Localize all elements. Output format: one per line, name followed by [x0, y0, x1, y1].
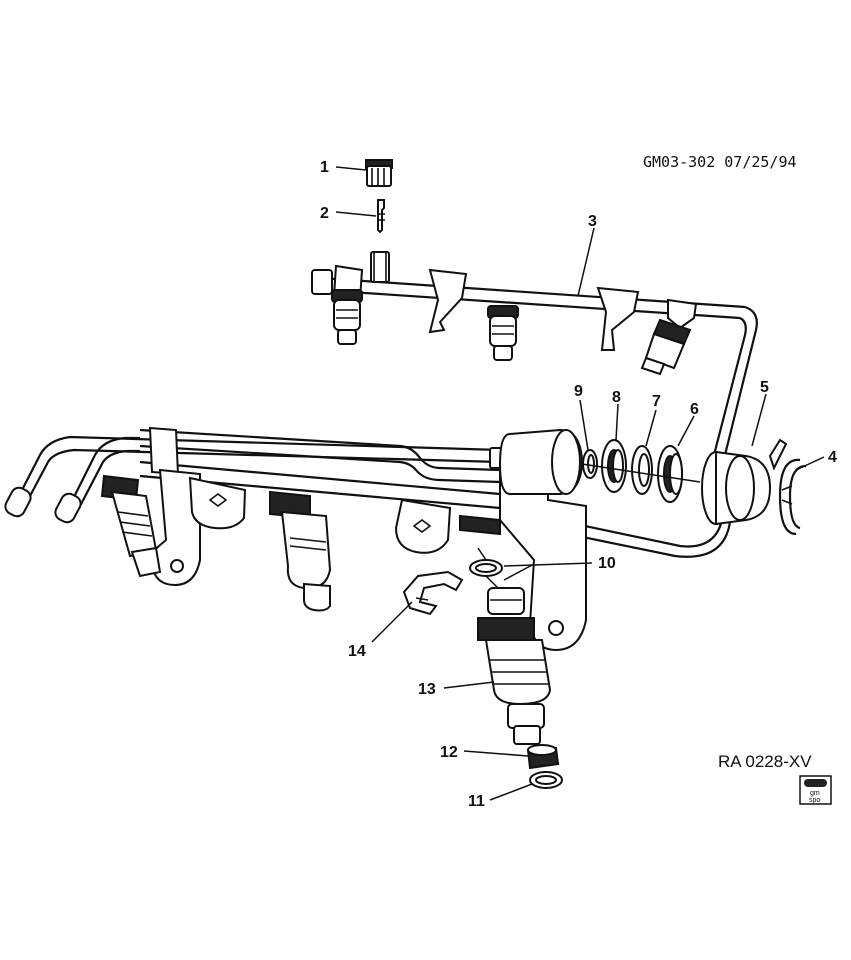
upper-fuel-rail: [311, 251, 758, 456]
valve-core-part-2: [377, 199, 385, 234]
callout-5: 5: [760, 379, 769, 396]
seal-part-8: [601, 439, 627, 493]
oring-part-9: [582, 449, 598, 479]
upper-injector-1: [331, 289, 363, 345]
leader-8: [615, 403, 619, 441]
seal-part-6: [657, 445, 683, 503]
leader-3: [577, 227, 595, 297]
diagram-code-footer: RA 0228-XV: [718, 752, 812, 771]
upper-injector-2: [487, 305, 519, 361]
injector-part-13: [477, 587, 552, 745]
oring-part-10: [469, 559, 503, 577]
seal-part-12: [526, 744, 560, 770]
callout-3: 3: [588, 213, 597, 230]
lower-injector-3-top: [459, 514, 501, 536]
callout-6: 6: [690, 401, 699, 418]
callout-8: 8: [612, 389, 621, 406]
gm-spo-logo: gm spo: [799, 775, 832, 805]
regulator-part-5: [701, 438, 788, 526]
snap-ring-part-4: [778, 458, 807, 536]
leader-4: [795, 456, 825, 471]
alignment-line: [581, 463, 701, 483]
leader-1: [335, 166, 367, 171]
callout-10: 10: [598, 555, 616, 572]
oring-part-11: [529, 771, 563, 789]
callout-13: 13: [418, 681, 436, 698]
callout-2: 2: [320, 205, 329, 222]
diagram-code-header: GM03-302 07/25/94: [643, 153, 797, 171]
cap-part-1: [365, 159, 393, 187]
callout-9: 9: [574, 383, 583, 400]
callout-14: 14: [348, 643, 366, 660]
callout-12: 12: [440, 744, 458, 761]
logo-text-spo: spo: [809, 797, 820, 804]
retainer-clip-part-14: [402, 570, 464, 616]
callout-7: 7: [652, 393, 661, 410]
leader-14: [371, 601, 413, 643]
leader-2: [335, 211, 377, 217]
lower-injector-1: [100, 474, 162, 578]
logo-text-gm: gm: [810, 790, 820, 797]
leader-13: [443, 681, 495, 689]
leader-9: [579, 399, 589, 451]
callout-4: 4: [828, 449, 837, 466]
leader-12: [463, 750, 529, 757]
leader-5: [751, 393, 767, 447]
callout-11: 11: [468, 793, 485, 810]
callout-1: 1: [320, 159, 329, 176]
lower-injector-2: [269, 490, 332, 612]
lower-fuel-rail: [4, 426, 732, 652]
oring-part-7: [631, 445, 653, 495]
leader-7: [645, 409, 657, 447]
leader-11: [489, 783, 533, 801]
leader-10: [503, 562, 593, 567]
leader-6: [677, 415, 695, 447]
upper-injector-3: [640, 318, 692, 376]
